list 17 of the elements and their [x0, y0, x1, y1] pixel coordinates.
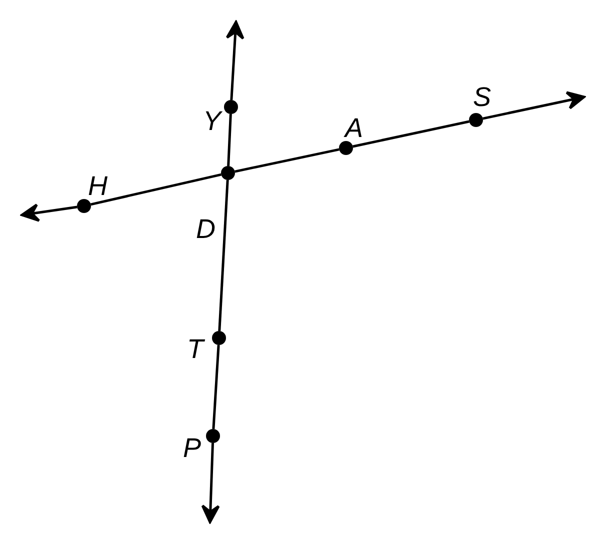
line-segment [212, 344, 220, 430]
arrow [201, 442, 220, 524]
line-segment [352, 120, 470, 148]
point-label: P [183, 434, 202, 462]
arrow [20, 204, 78, 222]
point-label: A [345, 114, 364, 142]
line-segment [218, 180, 229, 332]
point-label: D [196, 215, 216, 243]
point-label: Y [203, 107, 222, 135]
arrow [226, 20, 244, 100]
arrow [482, 91, 586, 120]
point-label: H [88, 172, 108, 200]
line-segment [234, 148, 340, 173]
line-segment [90, 173, 222, 206]
line-segment [227, 114, 232, 166]
point-label: S [473, 83, 492, 111]
point-label: T [187, 335, 204, 363]
